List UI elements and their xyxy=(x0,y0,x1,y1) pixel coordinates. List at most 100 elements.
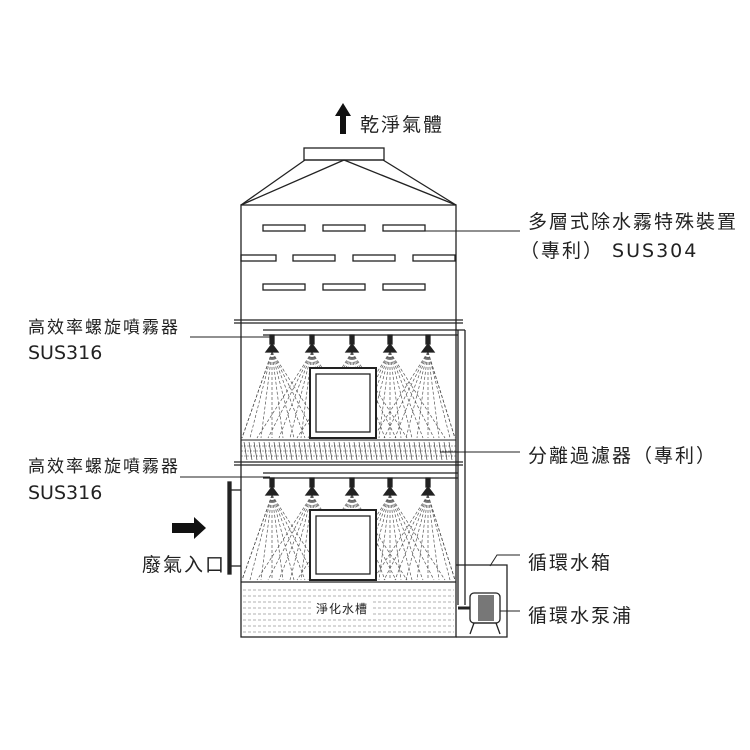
spray-line xyxy=(271,494,306,581)
demister-bar xyxy=(240,254,277,262)
demister-bar xyxy=(262,283,306,291)
spray-nozzle-icon xyxy=(344,342,360,353)
spray-line xyxy=(427,351,451,439)
exhaust-inlet-label: 廢氣入口 xyxy=(142,554,227,576)
spray-line xyxy=(394,351,429,439)
inlet-arrow-icon xyxy=(172,517,206,539)
spray-line xyxy=(389,351,446,439)
spray-line xyxy=(427,494,440,581)
spray-line xyxy=(278,351,313,439)
clean-gas-label: 乾淨氣體 xyxy=(360,114,445,136)
spray-line xyxy=(249,351,273,439)
spray-line xyxy=(271,494,284,581)
spray-nozzle-icon xyxy=(269,334,275,345)
hood xyxy=(240,159,457,206)
spray-nozzle-icon xyxy=(387,334,393,345)
spray-nozzle-icon xyxy=(309,477,315,488)
spray-line xyxy=(267,351,313,439)
spray-line xyxy=(416,351,429,439)
spray-nozzle-icon xyxy=(349,477,355,488)
spray-line xyxy=(256,494,313,581)
spray-line xyxy=(427,494,456,581)
spray-nozzle-icon xyxy=(387,477,393,488)
spray-nozzle-icon xyxy=(304,485,320,496)
spray-line xyxy=(378,351,391,439)
spray-line xyxy=(289,351,313,439)
spray-line xyxy=(383,494,429,581)
spray-nozzle-icon xyxy=(425,477,431,488)
spray-line xyxy=(260,494,273,581)
tower-body xyxy=(240,204,457,638)
spray-line xyxy=(256,351,313,439)
circulation-tank xyxy=(456,564,508,638)
spray-line xyxy=(267,494,313,581)
inlet-plate xyxy=(227,481,232,575)
spray-nozzle-icon xyxy=(304,342,320,353)
spray-nozzle-icon xyxy=(382,485,398,496)
spray-line xyxy=(271,494,317,581)
pump-icon xyxy=(458,592,501,635)
spray-line xyxy=(300,494,313,581)
spray-line xyxy=(383,351,429,439)
upper-sprayer-label: 高效率螺旋噴霧器 xyxy=(28,318,180,338)
demister-label: 多層式除水霧特殊裝置 xyxy=(528,211,739,233)
demister-bar xyxy=(352,254,396,262)
spray-line xyxy=(271,351,306,439)
spray-line xyxy=(389,494,402,581)
demister-bar xyxy=(262,224,306,232)
demister-material-label: （專利） SUS304 xyxy=(520,240,699,262)
purify-tank-label: 淨化水槽 xyxy=(313,600,372,617)
spray-line xyxy=(351,351,397,439)
separator-filter-label: 分離過濾器（專利） xyxy=(528,445,718,467)
demister-bar xyxy=(382,283,426,291)
demister-bar xyxy=(292,254,336,262)
spray-line xyxy=(351,351,408,439)
spray-line xyxy=(271,494,295,581)
spray-nozzle-icon xyxy=(425,334,431,345)
spray-line xyxy=(241,494,273,581)
outlet-arrow-icon xyxy=(335,103,351,134)
spray-line xyxy=(249,494,273,581)
spray-nozzle-icon xyxy=(264,342,280,353)
spray-line xyxy=(260,351,273,439)
demister-bar xyxy=(382,224,426,232)
spray-line xyxy=(271,351,295,439)
outlet-cap xyxy=(303,147,385,161)
spray-line xyxy=(389,494,413,581)
spray-nozzle-icon xyxy=(420,342,436,353)
spray-line xyxy=(389,351,402,439)
spray-nozzle-icon xyxy=(309,334,315,345)
spray-line xyxy=(389,494,424,581)
spray-nozzle-icon xyxy=(349,334,355,345)
spray-line xyxy=(289,494,313,581)
spray-nozzle-icon xyxy=(344,485,360,496)
separator-filter xyxy=(240,439,457,463)
spray-nozzle-icon xyxy=(269,477,275,488)
spray-line xyxy=(427,351,456,439)
spray-line xyxy=(271,351,284,439)
spray-line xyxy=(394,494,429,581)
circulation-tank-label: 循環水箱 xyxy=(528,552,613,574)
spray-line xyxy=(372,351,429,439)
spray-line xyxy=(405,494,429,581)
spray-line xyxy=(241,351,273,439)
demister-bar xyxy=(412,254,456,262)
spray-line xyxy=(389,351,413,439)
spray-line xyxy=(278,494,313,581)
spray-line xyxy=(389,494,435,581)
spray-nozzle-icon xyxy=(382,342,398,353)
spray-line xyxy=(378,494,391,581)
spray-nozzle-icon xyxy=(264,485,280,496)
demister-bar xyxy=(322,283,366,291)
lower-sprayer-material: SUS316 xyxy=(28,482,103,504)
demister-bars xyxy=(240,224,456,291)
spray-line xyxy=(271,351,317,439)
spray-line xyxy=(389,351,424,439)
demister-bar xyxy=(322,224,366,232)
spray-line xyxy=(300,351,313,439)
spray-line xyxy=(427,494,451,581)
spray-line xyxy=(372,494,429,581)
circulation-pump-label: 循環水泵浦 xyxy=(528,605,634,627)
